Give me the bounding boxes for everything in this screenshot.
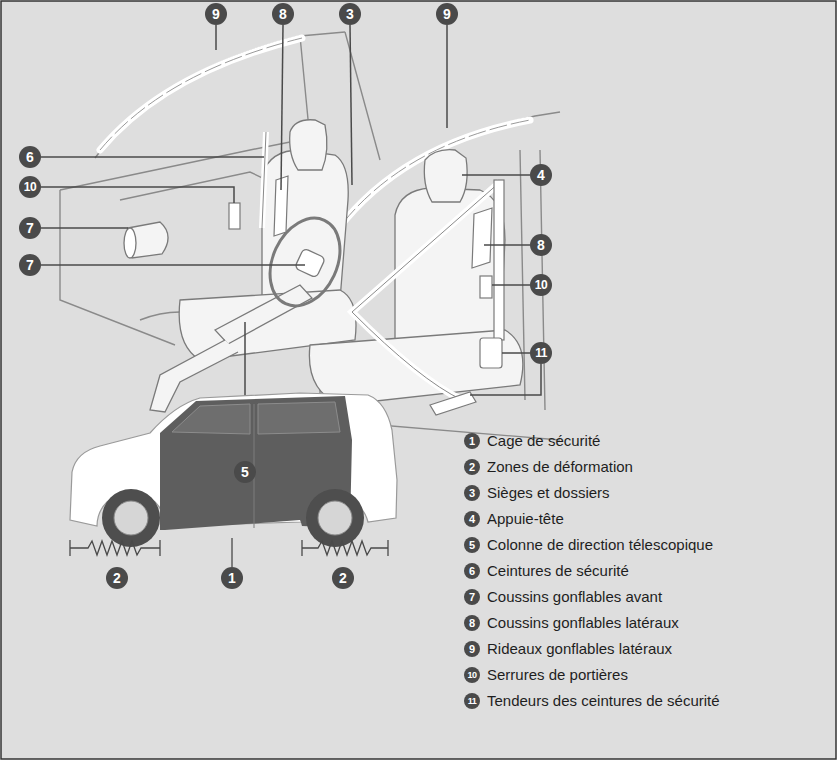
- driver-seat: [179, 120, 356, 360]
- legend-number: 1: [464, 433, 480, 449]
- callout-number: 1: [221, 567, 243, 589]
- cabin-outline: [60, 32, 560, 440]
- steering-rim: [257, 207, 354, 317]
- legend-text: Zones de déformation: [487, 457, 633, 477]
- callout-number: 10: [19, 176, 41, 198]
- callout-number: 6: [19, 146, 41, 168]
- steering-wheel: [257, 207, 354, 317]
- leader-line: [446, 25, 448, 128]
- car-silhouette: [70, 393, 397, 547]
- car-window: [172, 404, 250, 434]
- legend-number: 4: [464, 511, 480, 527]
- leader-line: [41, 187, 234, 203]
- callout-number: 4: [530, 164, 552, 186]
- callout-number: 5: [234, 461, 256, 483]
- legend-text: Colonne de direction télescopique: [487, 535, 713, 555]
- steering-airbag: [294, 248, 325, 278]
- passenger-airbag: [124, 222, 168, 258]
- legend-text: Ceintures de sécurité: [487, 561, 629, 581]
- seat-belt-right-edge: [352, 182, 500, 400]
- callout-number: 2: [332, 567, 354, 589]
- legend-text: Rideaux gonflables latéraux: [487, 639, 672, 659]
- callout-number: 9: [436, 3, 458, 25]
- wheel-rim: [318, 501, 352, 535]
- seat-belt-left: [262, 132, 266, 228]
- driver-headrest: [290, 120, 327, 170]
- driver-backrest: [262, 150, 348, 305]
- callout-number: 3: [339, 3, 361, 25]
- zigzag-spring: [70, 541, 160, 555]
- legend-number: 9: [464, 641, 480, 657]
- legend-text: Coussins gonflables latéraux: [487, 613, 679, 633]
- legend-text: Tendeurs des ceintures de sécurité: [487, 691, 720, 711]
- curtain-airbag-left: [100, 38, 302, 150]
- leader-line: [41, 227, 128, 229]
- leader-line: [470, 364, 541, 395]
- passenger-airbag-cap: [124, 228, 136, 258]
- passenger-seat: [309, 150, 522, 405]
- seat-belt-right: [352, 182, 500, 400]
- side-airbag-right: [472, 208, 492, 268]
- callout-number: 7: [19, 254, 41, 276]
- legend-number: 7: [464, 589, 480, 605]
- leader-line: [484, 244, 530, 246]
- legend-text: Sièges et dossiers: [487, 483, 610, 503]
- legend-number: 2: [464, 459, 480, 475]
- wheel: [306, 489, 364, 547]
- belt-pillar-strap: [494, 180, 504, 340]
- seat-belt-left-edge: [262, 132, 266, 228]
- legend-number: 6: [464, 563, 480, 579]
- leader-line: [462, 174, 530, 176]
- legend-number: 8: [464, 615, 480, 631]
- leader-line: [41, 156, 264, 158]
- leader-line: [41, 264, 305, 266]
- legend-number: 3: [464, 485, 480, 501]
- bracket-ticks: [302, 540, 388, 556]
- wheel: [102, 489, 160, 547]
- crumple-zone-brackets: [70, 538, 388, 567]
- belt-anchor: [430, 392, 476, 415]
- door-panel-line: [60, 190, 175, 345]
- legend-text: Cage de sécurité: [487, 431, 600, 451]
- callout-number: 8: [272, 3, 294, 25]
- legend-number: 10: [464, 667, 480, 683]
- leader-line: [350, 25, 352, 185]
- wheel-rim: [114, 501, 148, 535]
- leader-line: [492, 284, 530, 286]
- leader-line: [231, 538, 232, 567]
- callout-number: 7: [19, 217, 41, 239]
- door-lock-left: [229, 203, 240, 229]
- callout-number: 11: [530, 342, 552, 364]
- passenger-headrest: [424, 150, 467, 202]
- legend-text: Serrures de portières: [487, 665, 628, 685]
- callout-number: 9: [205, 3, 227, 25]
- legend-text: Coussins gonflables avant: [487, 587, 662, 607]
- leader-line: [215, 25, 217, 50]
- leader-line: [502, 352, 530, 354]
- steering-column: [215, 285, 312, 344]
- belt-tensioner: [480, 338, 502, 368]
- zigzag-spring: [302, 541, 388, 555]
- callout-number: 2: [106, 567, 128, 589]
- legend-number: 5: [464, 537, 480, 553]
- legend-text: Appuie-tête: [487, 509, 564, 529]
- callout-number: 10: [530, 274, 552, 296]
- curtain-airbag-left-seam: [100, 38, 302, 150]
- callout-number: 8: [530, 234, 552, 256]
- door-lock-right: [480, 276, 492, 298]
- car-window: [258, 402, 340, 434]
- leader-line: [281, 25, 283, 190]
- bracket-ticks: [70, 540, 160, 556]
- legend-number: 11: [464, 693, 480, 709]
